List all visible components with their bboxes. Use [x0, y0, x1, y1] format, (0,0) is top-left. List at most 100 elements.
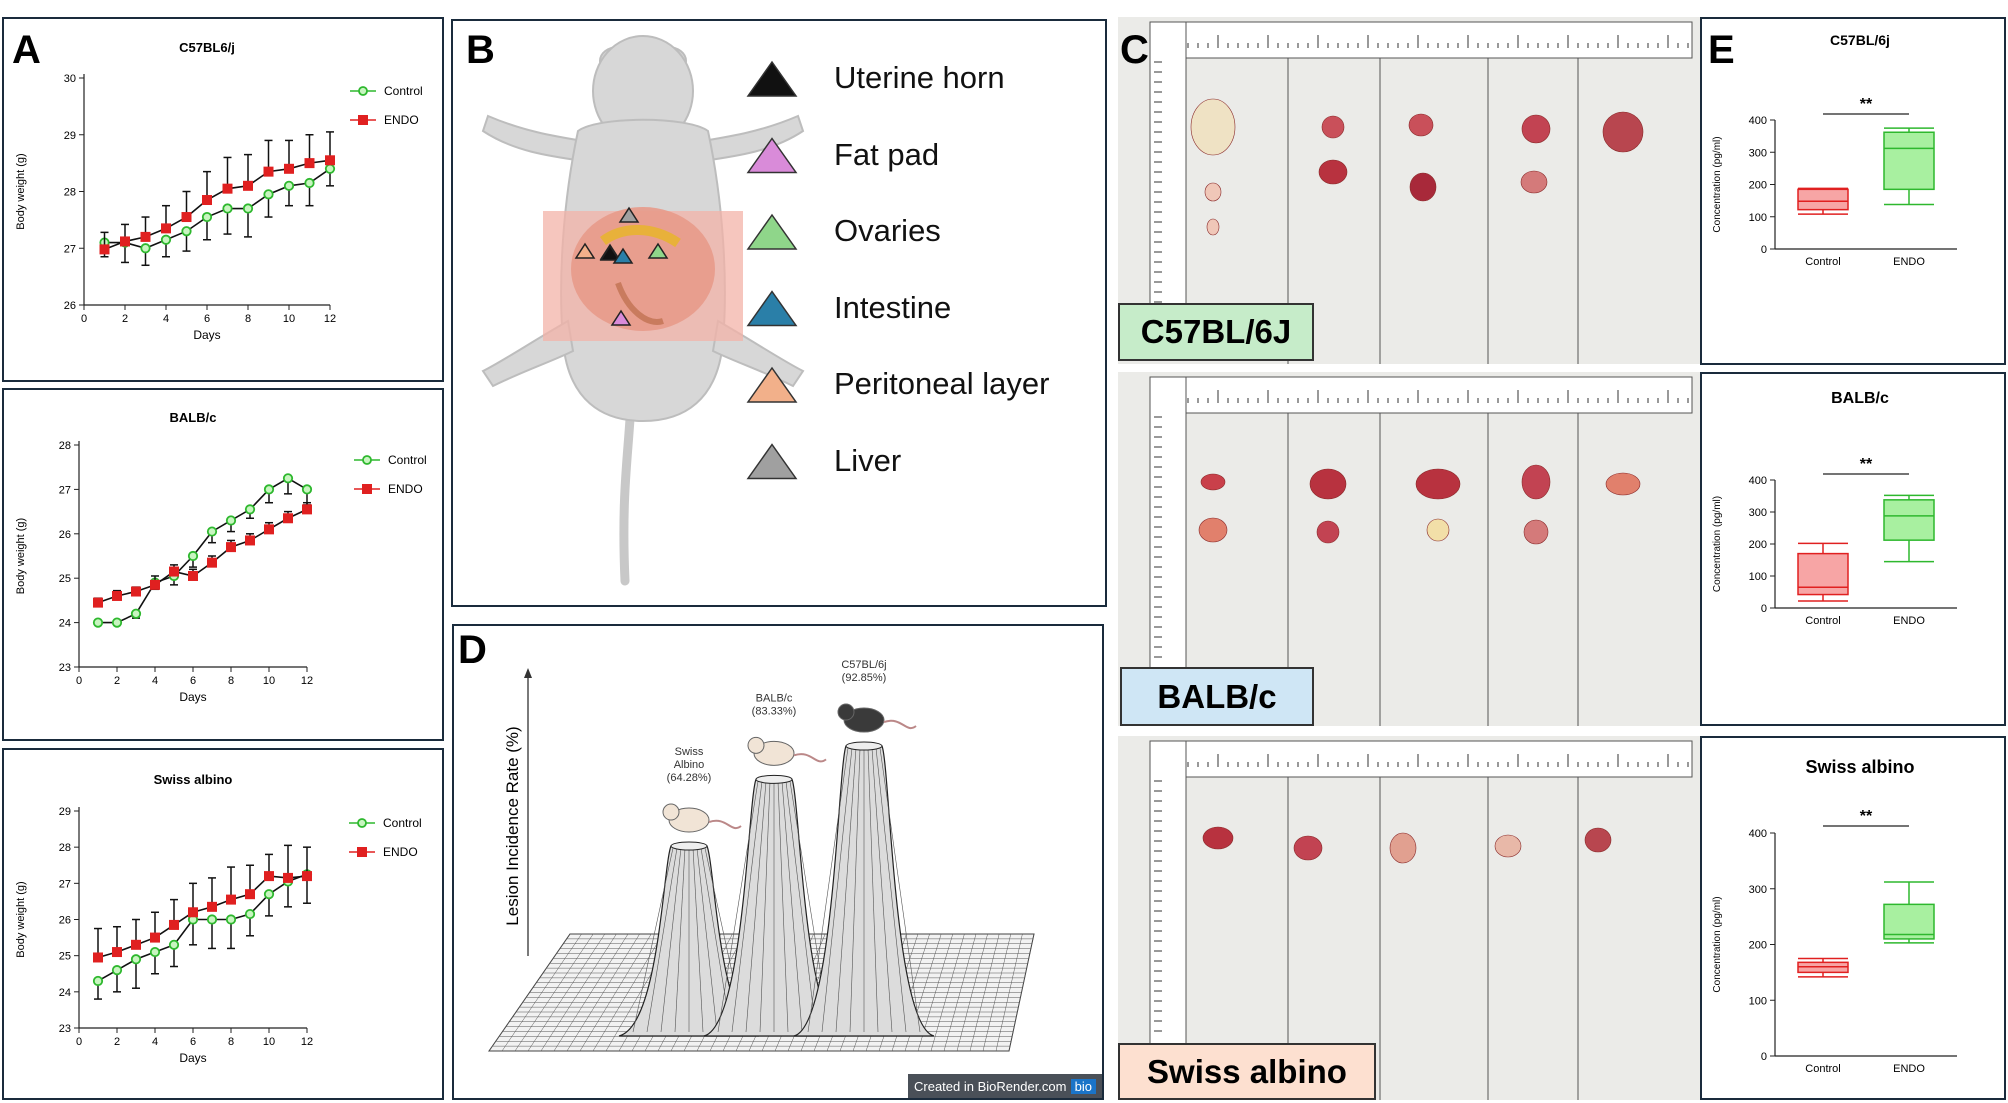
- data-point: [284, 163, 294, 174]
- caption-swiss: Swiss albino: [1118, 1043, 1376, 1100]
- peak-mesh: [781, 781, 803, 1033]
- caption-c57: C57BL/6J: [1118, 303, 1314, 361]
- y-axis-label: Concentration (pg/ml): [1712, 136, 1723, 232]
- data-point: [283, 872, 293, 883]
- y-tick-label: 200: [1749, 539, 1767, 551]
- data-point: [302, 871, 312, 882]
- chart-title: C57BL/6j: [1830, 32, 1890, 48]
- data-point: [111, 617, 123, 628]
- legend-markers: [746, 60, 798, 480]
- ruler-horizontal: [1149, 21, 1693, 59]
- box-control: [1797, 542, 1849, 602]
- data-point: [168, 939, 180, 950]
- y-axis-label: Body weight (g): [15, 881, 27, 957]
- data-point: [304, 177, 315, 189]
- chart-title: BALB/c: [170, 410, 217, 425]
- photo-swiss: [1118, 736, 1700, 1100]
- peak-top: [670, 841, 708, 851]
- x-tick-label: 12: [301, 1036, 313, 1048]
- lesion-tissue: [1520, 170, 1548, 194]
- series-endo: [93, 501, 312, 608]
- chart-title: Swiss albino: [1805, 757, 1914, 777]
- box-control: [1797, 187, 1849, 215]
- data-point: [325, 155, 335, 166]
- data-point: [222, 203, 233, 214]
- x-tick-label: 2: [122, 313, 128, 325]
- y-tick-label: 30: [64, 73, 76, 85]
- peak-2: [793, 703, 935, 1037]
- series-line: [104, 168, 331, 250]
- y-axis-label: Body weight (g): [15, 518, 27, 594]
- x-tick-label: 0: [81, 313, 87, 325]
- lesion-tissue: [1389, 832, 1417, 864]
- lesion-tissue: [1321, 115, 1345, 139]
- y-tick-label: 100: [1749, 571, 1767, 583]
- peak-mesh: [696, 847, 718, 1033]
- panel-label-b: B: [466, 28, 495, 72]
- series-control: [92, 869, 313, 1000]
- chart-lesion-incidence: Lesion Incidence Rate (%)SwissAlbino(64.…: [488, 659, 1035, 1052]
- legend-label: ENDO: [388, 482, 423, 496]
- data-point: [301, 484, 313, 495]
- data-point: [187, 550, 199, 562]
- peak-mesh: [717, 781, 759, 1033]
- data-point: [181, 212, 192, 223]
- lesion-tissue: [1415, 468, 1461, 500]
- peak-mesh: [835, 748, 857, 1033]
- data-point: [169, 919, 179, 930]
- legend-marker: [357, 847, 367, 857]
- biorender-credit: Created in BioRender.com bio: [908, 1074, 1102, 1098]
- peak-mesh: [674, 848, 686, 1033]
- panel-label-c: C: [1120, 28, 1149, 72]
- legend-triangle: [746, 213, 798, 250]
- data-label: (64.28%): [667, 772, 712, 784]
- data-point: [245, 889, 255, 900]
- panel-label-d: D: [458, 628, 487, 672]
- y-tick-label: 0: [1761, 244, 1767, 256]
- peak-mesh: [807, 747, 849, 1033]
- mouse-tail-icon: [793, 753, 827, 763]
- biorender-badge: bio: [1070, 1078, 1096, 1094]
- lesion-tissue: [1408, 113, 1434, 137]
- data-point: [263, 189, 274, 200]
- panel-label-e: E: [1708, 28, 1735, 72]
- x-tick-label: 8: [228, 1036, 234, 1048]
- data-point: [92, 617, 104, 628]
- data-point: [160, 234, 172, 245]
- data-point: [283, 180, 295, 191]
- lesion-tissue: [1202, 826, 1234, 850]
- legend-label: Control: [384, 84, 423, 98]
- y-axis-label: Concentration (pg/ml): [1712, 896, 1723, 992]
- x-axis-label: Days: [193, 328, 220, 342]
- lesion-tissue: [1426, 518, 1450, 542]
- y-tick-label: 24: [59, 618, 71, 630]
- legend-label-b: Intestine: [834, 289, 952, 325]
- data-point: [149, 946, 161, 958]
- data-point: [93, 597, 103, 608]
- legend-marker: [362, 455, 372, 465]
- lesion-tissue: [1190, 98, 1236, 156]
- lesion-tissue: [1523, 519, 1549, 545]
- lesion-photo-swiss: [1118, 736, 1700, 1100]
- ruler-horizontal: [1149, 376, 1693, 414]
- ruler-vertical: [1149, 740, 1187, 1046]
- y-tick-label: 25: [59, 951, 71, 963]
- data-point: [140, 231, 151, 242]
- lesion-tissue: [1200, 473, 1226, 491]
- y-tick-label: 23: [59, 1023, 71, 1035]
- data-point: [302, 504, 312, 515]
- data-point: [263, 889, 275, 900]
- data-point: [282, 473, 294, 484]
- data-point: [264, 871, 274, 882]
- x-tick-label: 8: [228, 675, 234, 687]
- data-point: [130, 954, 142, 965]
- series-endo: [99, 131, 335, 255]
- legend-label: ENDO: [383, 845, 418, 859]
- legend-label-b: Liver: [834, 442, 902, 478]
